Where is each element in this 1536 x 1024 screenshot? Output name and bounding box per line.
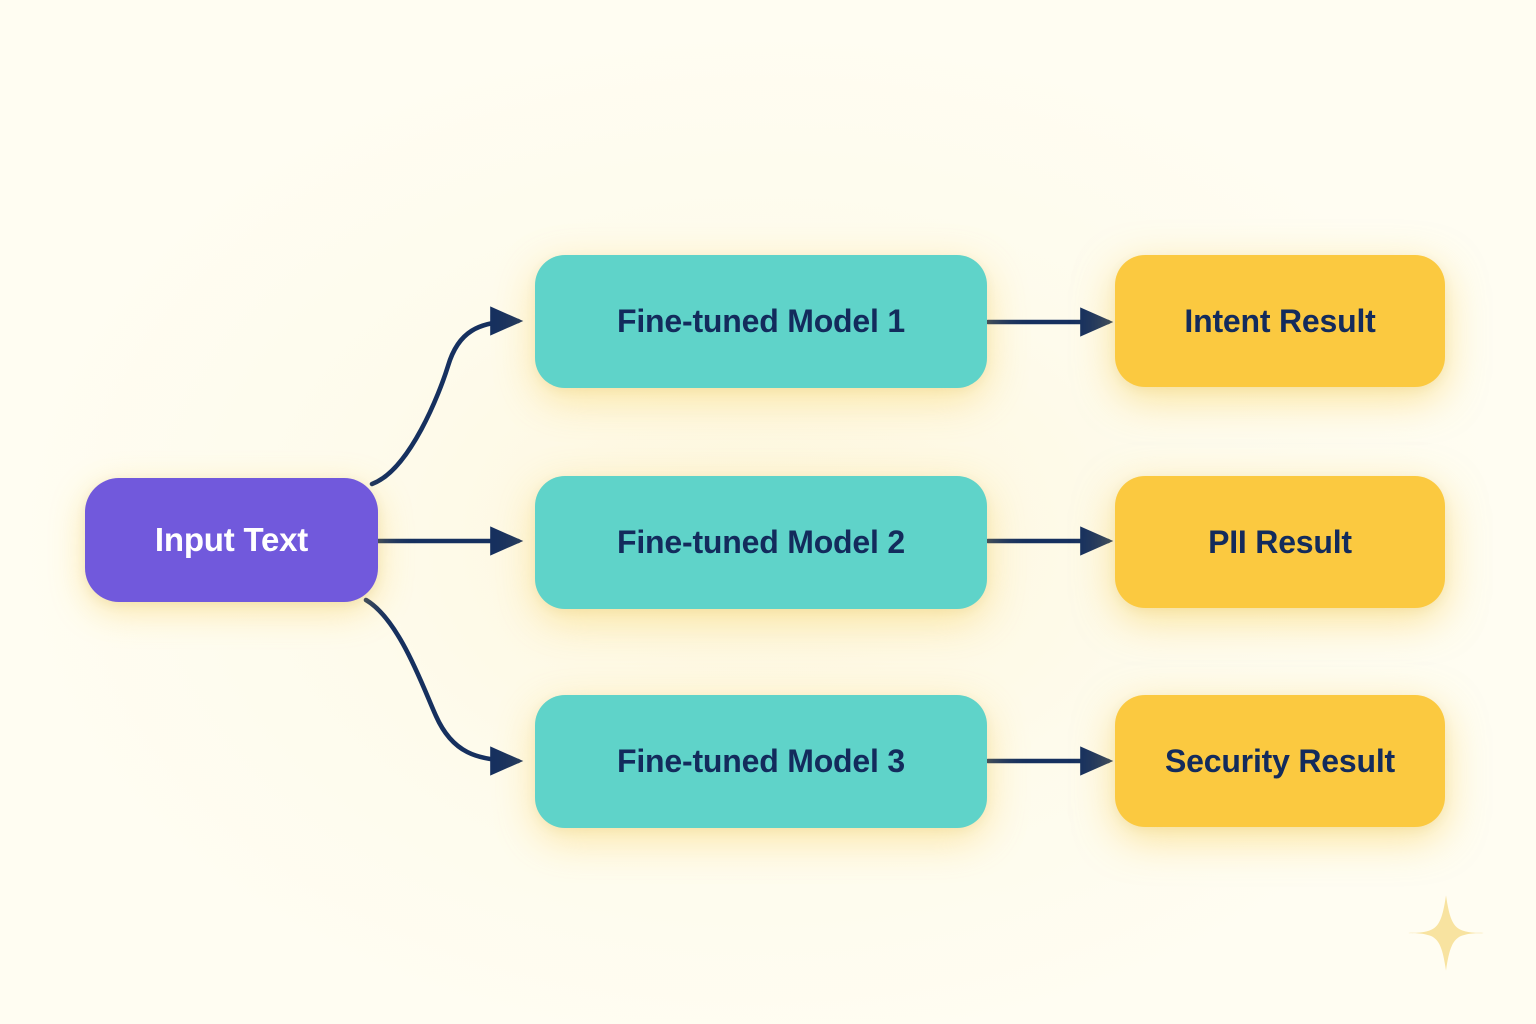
edge-input-to-model-3 [363,597,524,776]
node-label-pii-result: PII Result [1208,523,1352,560]
sparkle-star-icon [1408,895,1484,971]
node-label-fine-tuned-model-1: Fine-tuned Model 1 [617,303,905,339]
node-fine-tuned-model-1[interactable]: Fine-tuned Model 1 [535,255,987,388]
node-label-fine-tuned-model-2: Fine-tuned Model 2 [617,524,905,560]
node-fine-tuned-model-3[interactable]: Fine-tuned Model 3 [535,695,987,828]
node-label-security-result: Security Result [1165,742,1395,779]
node-pii-result[interactable]: PII Result [1115,476,1445,608]
node-label-input-text: Input Text [154,521,309,558]
node-label-intent-result: Intent Result [1184,302,1376,339]
node-intent-result[interactable]: Intent Result [1115,255,1445,387]
node-fine-tuned-model-2[interactable]: Fine-tuned Model 2 [535,476,987,609]
node-security-result[interactable]: Security Result [1115,695,1445,827]
node-input-text[interactable]: Input Text [85,478,378,602]
node-label-fine-tuned-model-3: Fine-tuned Model 3 [617,743,905,779]
edge-input-to-model-1 [369,306,524,487]
